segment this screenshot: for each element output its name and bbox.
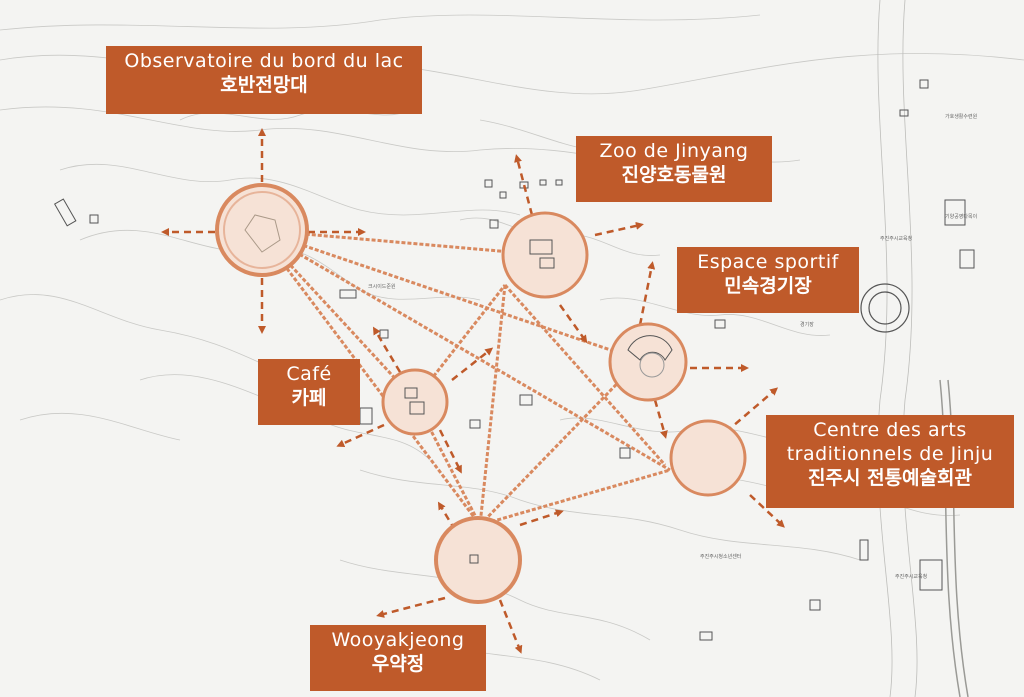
- svg-text:주진주시교육청: 주진주시교육청: [880, 235, 912, 242]
- site-zoo[interactable]: [501, 211, 589, 299]
- label-wooyak-ko: 우약정: [371, 653, 425, 675]
- map-micro-text: 가호생활수련원 기양공영다목이 주진주시교육청 경기장 주진주시청소년센터 주진…: [368, 113, 978, 580]
- label-zoo-ko: 진양호동물원: [621, 164, 727, 186]
- label-sport-fr: Espace sportif: [697, 251, 839, 273]
- svg-text:가호생활수련원: 가호생활수련원: [945, 113, 978, 120]
- svg-text:주진주시교육청: 주진주시교육청: [895, 573, 927, 580]
- stadium-icon: [860, 283, 910, 333]
- label-cafe-ko: 카페: [291, 387, 327, 409]
- label-observatoire: Observatoire du bord du lac 호반전망대: [106, 46, 422, 114]
- svg-text:주진주시청소년센터: 주진주시청소년센터: [700, 553, 741, 560]
- label-zoo-fr: Zoo de Jinyang: [599, 140, 749, 162]
- label-centre-fr: Centre des arts traditionnels de Jinju: [786, 419, 994, 465]
- label-wooyak-fr: Wooyakjeong: [331, 629, 465, 651]
- site-observatoire[interactable]: [215, 183, 309, 277]
- label-centre: Centre des arts traditionnels de Jinju 진…: [766, 415, 1014, 508]
- connector-lines: [256, 228, 671, 527]
- site-wooyak[interactable]: [434, 516, 522, 604]
- label-wooyak: Wooyakjeong 우약정: [310, 625, 486, 691]
- svg-text:경기장: 경기장: [800, 321, 814, 328]
- label-observatoire-ko: 호반전망대: [220, 74, 308, 96]
- label-cafe-fr: Café: [286, 363, 332, 385]
- label-sport-ko: 민속경기장: [724, 275, 812, 297]
- label-centre-ko: 진주시 전통예술회관: [808, 467, 972, 489]
- label-zoo: Zoo de Jinyang 진양호동물원: [576, 136, 772, 202]
- label-cafe: Café 카페: [258, 359, 360, 425]
- direction-arrows: [161, 128, 785, 654]
- label-sport: Espace sportif 민속경기장: [677, 247, 859, 313]
- site-centre[interactable]: [669, 419, 747, 497]
- svg-text:크시이드준원: 크시이드준원: [368, 283, 396, 290]
- site-cafe[interactable]: [381, 368, 449, 436]
- building-footprints: [53, 79, 975, 641]
- site-sport[interactable]: [608, 322, 688, 402]
- svg-text:기양공영다목이: 기양공영다목이: [945, 213, 977, 220]
- label-observatoire-fr: Observatoire du bord du lac: [124, 50, 404, 72]
